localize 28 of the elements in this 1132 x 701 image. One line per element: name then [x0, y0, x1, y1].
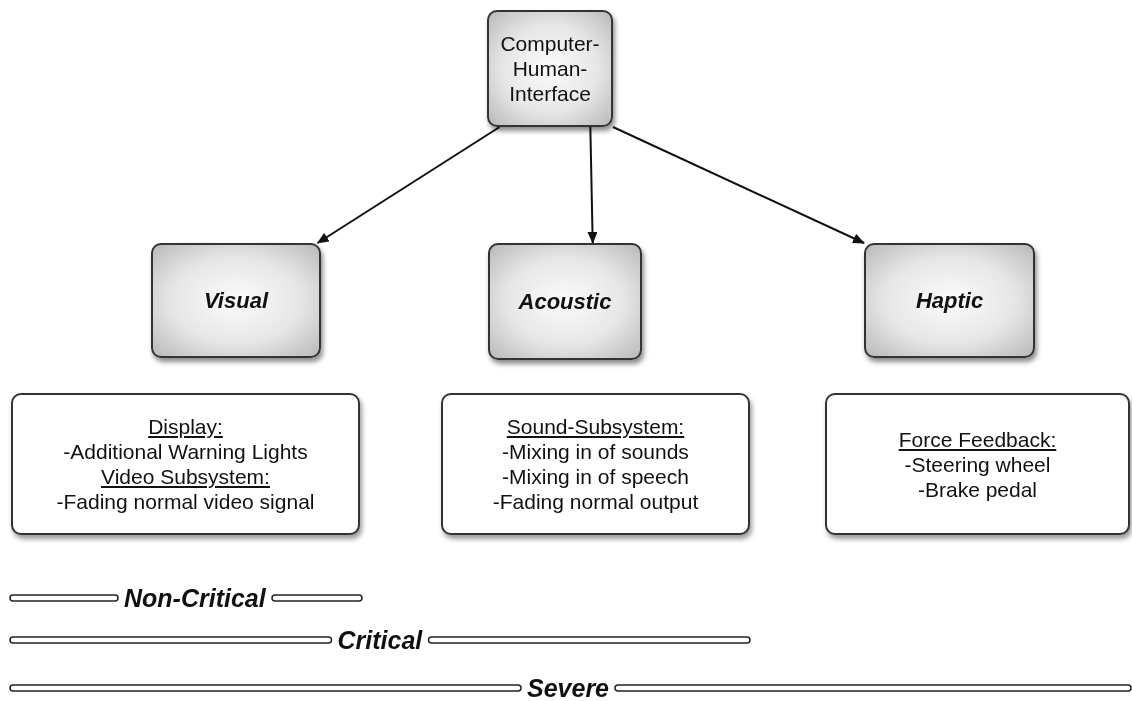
description-box — [11, 393, 360, 535]
box-label: Acoustic — [518, 289, 612, 314]
list-item: -Steering wheel — [904, 451, 1051, 477]
arrow — [316, 126, 501, 244]
severity-label: Severe — [527, 673, 610, 701]
section-heading: Video Subsystem: — [101, 464, 270, 489]
box-label: Computer-Human-Interface — [499, 31, 601, 106]
list-item: -Brake pedal — [917, 476, 1038, 502]
process-box — [151, 243, 321, 358]
section-heading: Sound-Subsystem: — [506, 414, 685, 439]
section-heading: Force Feedback: — [898, 426, 1057, 452]
arrow — [612, 126, 865, 244]
section-heading: Display: — [148, 414, 223, 439]
description-box — [441, 393, 750, 535]
process-box — [488, 243, 642, 360]
list-item: -Fading normal video signal — [56, 489, 315, 514]
box-label: Visual — [204, 288, 268, 313]
process-box — [487, 10, 613, 127]
list-item: -Mixing in of speech — [502, 464, 689, 489]
description-box — [825, 393, 1130, 535]
list-item: -Fading normal output — [492, 489, 699, 514]
list-item: -Additional Warning Lights — [63, 439, 308, 464]
severity-label: Non-Critical — [124, 583, 266, 613]
box-label: Haptic — [915, 288, 984, 313]
severity-label: Critical — [337, 625, 423, 655]
list-item: -Mixing in of sounds — [502, 439, 689, 464]
arrow — [587, 126, 598, 244]
process-box — [864, 243, 1035, 358]
